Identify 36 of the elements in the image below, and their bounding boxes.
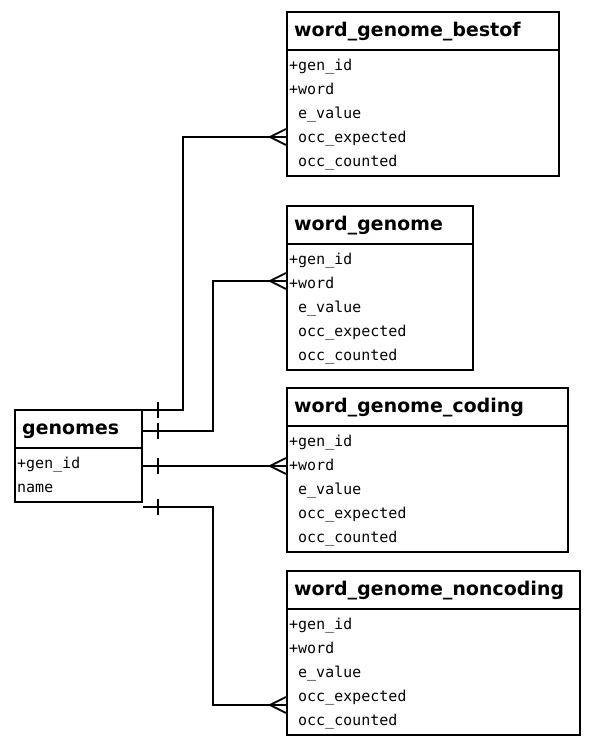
column-name: e_value (297, 479, 362, 500)
column-name: +word (288, 455, 336, 476)
column-name: +word (288, 79, 336, 100)
table-name: genomes (16, 411, 141, 449)
entity-table (14, 409, 143, 503)
relationship-line (143, 498, 287, 714)
column-name: e_value (297, 297, 362, 318)
table-name: word_genome (288, 207, 472, 245)
column-name: +gen_id (288, 55, 354, 76)
entity-table (286, 205, 474, 371)
column-name: occ_expected (297, 127, 408, 148)
relationship-line (143, 457, 287, 475)
column-name: occ_counted (297, 151, 398, 172)
entity-table (286, 387, 569, 553)
column-name: occ_expected (297, 686, 408, 707)
table-name: word_genome_noncoding (288, 572, 579, 610)
table-name: word_genome_coding (288, 389, 567, 427)
column-name: e_value (297, 103, 362, 124)
entity-table (286, 570, 581, 736)
relationship-line (143, 128, 287, 419)
column-name: occ_counted (297, 710, 398, 731)
column-name: occ_counted (297, 527, 398, 548)
column-name: name (16, 477, 54, 498)
column-name: +word (288, 273, 336, 294)
column-name: +gen_id (288, 431, 354, 452)
column-name: occ_expected (297, 321, 408, 342)
relationship-line (143, 272, 287, 440)
column-name: e_value (297, 662, 362, 683)
column-name: +gen_id (288, 614, 354, 635)
column-name: occ_expected (297, 503, 408, 524)
column-name: +gen_id (16, 453, 82, 474)
entity-table (286, 11, 560, 177)
table-name: word_genome_bestof (288, 13, 558, 51)
column-name: +gen_id (288, 249, 354, 270)
column-name: +word (288, 638, 336, 659)
column-name: occ_counted (297, 345, 398, 366)
